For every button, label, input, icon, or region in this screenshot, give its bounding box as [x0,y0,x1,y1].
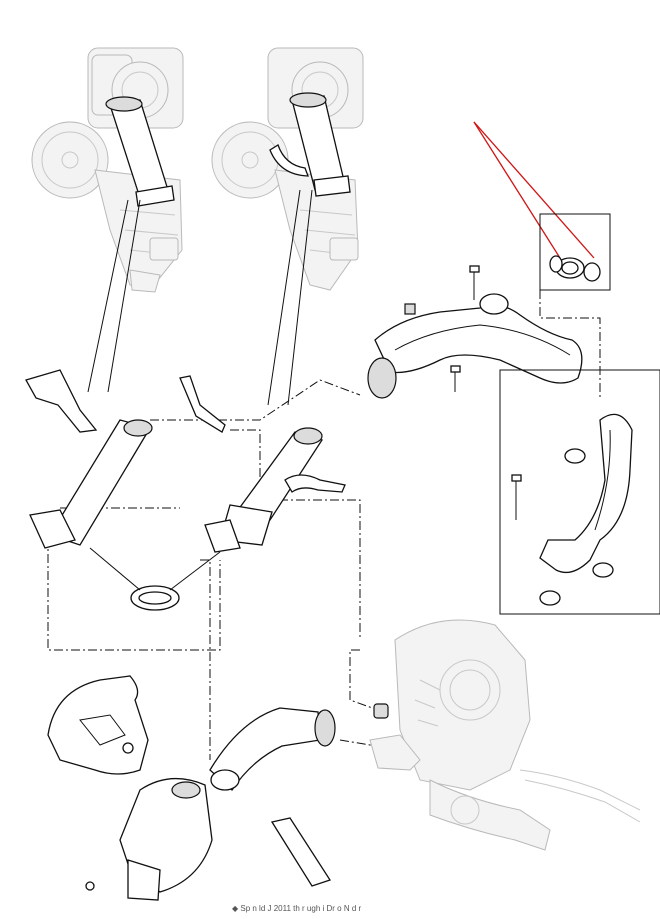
highlight-indicator [473,121,595,259]
intake-hose-left-installed [105,96,175,207]
coolant-pipe-upper [367,265,583,399]
footnote: ◆ Sp n ld J 2011 th r ugh i Dr o N d r [232,904,362,913]
coolant-pipe-lower-inset [499,369,660,615]
intake-hose-left-exploded [25,369,226,549]
coolant-hose-lower [209,707,336,887]
thermostat-cover [47,675,149,775]
thermostat-housing [85,777,213,901]
engine-assembly-right [369,619,641,851]
grommet [373,703,389,719]
intake-hose-middle-installed [269,92,351,197]
leader-lines-top [87,189,313,406]
hose-clamp [89,547,221,611]
intake-hose-middle-exploded [204,427,346,553]
seal-kit-inset [539,213,611,291]
